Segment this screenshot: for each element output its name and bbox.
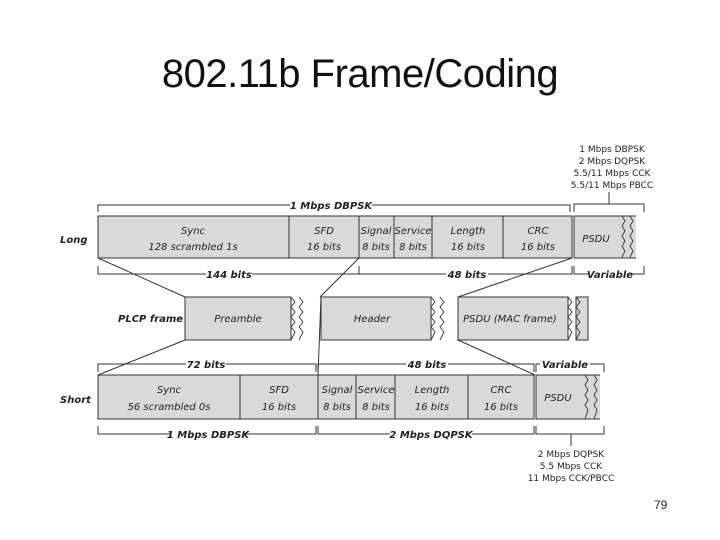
plcp-psdu-label: PSDU (MAC frame) — [463, 314, 557, 325]
page-number: 79 — [654, 498, 668, 512]
short-preamble-rate: 1 Mbps DBPSK — [167, 430, 251, 441]
short-psdu-box — [535, 374, 607, 420]
plcp-preamble-box — [184, 296, 292, 341]
plcp-header-box — [320, 296, 432, 341]
long-rate-1: 1 Mbps DBPSK — [579, 145, 646, 155]
short-preamble-bits: 72 bits — [187, 360, 226, 371]
long-psdu-name: PSDU — [582, 234, 610, 245]
long-service-name: Service — [395, 226, 432, 237]
short-psdu-variable: Variable — [542, 360, 588, 371]
short-header-rate: 2 Mbps DQPSK — [389, 430, 473, 441]
long-sync-sub: 128 scrambled 1s — [148, 242, 237, 253]
short-signal-sub: 8 bits — [323, 402, 351, 413]
short-sfd-sub: 16 bits — [262, 402, 296, 413]
short-service-name: Service — [358, 385, 395, 396]
long-sfd-sub: 16 bits — [307, 242, 341, 253]
short-header-bits: 48 bits — [407, 360, 447, 371]
short-signal-name: Signal — [322, 385, 353, 396]
short-service-sub: 8 bits — [362, 402, 390, 413]
row-label-short: Short — [60, 395, 92, 406]
short-rate-2: 5.5 Mbps CCK — [540, 462, 603, 472]
long-length-name: Length — [451, 226, 486, 237]
long-frame — [97, 215, 573, 259]
long-top-bracket-label: 1 Mbps DBPSK — [290, 201, 374, 212]
long-rate-3: 5.5/11 Mbps CCK — [574, 169, 652, 179]
long-preamble-bits: 144 bits — [206, 270, 252, 281]
long-top-bracket-left — [97, 204, 290, 212]
short-length-name: Length — [415, 385, 450, 396]
short-crc-sub: 16 bits — [484, 402, 518, 413]
short-rate-3: 11 Mbps CCK/PBCC — [528, 474, 615, 484]
short-frame — [97, 374, 535, 420]
short-psdu-name: PSDU — [544, 393, 572, 404]
plcp-header-label: Header — [354, 314, 391, 325]
slide-title: 802.11b Frame/Coding — [161, 52, 559, 96]
short-sync-name: Sync — [157, 385, 182, 396]
plcp-preamble-label: Preamble — [214, 314, 261, 325]
short-sync-sub: 56 scrambled 0s — [128, 402, 211, 413]
row-label-long: Long — [60, 235, 88, 246]
long-header-bits: 48 bits — [447, 270, 487, 281]
long-signal-name: Signal — [361, 226, 392, 237]
long-sfd-name: SFD — [314, 226, 334, 237]
plcp-psdu-box — [457, 296, 569, 341]
long-crc-sub: 16 bits — [521, 242, 555, 253]
short-length-sub: 16 bits — [415, 402, 449, 413]
long-sync-name: Sync — [181, 226, 206, 237]
short-crc-name: CRC — [491, 385, 512, 396]
long-psdu-box — [573, 215, 645, 259]
long-rate-4: 5.5/11 Mbps PBCC — [571, 181, 653, 191]
long-psdu-variable: Variable — [587, 270, 633, 281]
short-sfd-name: SFD — [269, 385, 289, 396]
long-length-sub: 16 bits — [451, 242, 485, 253]
long-service-sub: 8 bits — [399, 242, 427, 253]
long-crc-name: CRC — [528, 226, 549, 237]
long-signal-sub: 8 bits — [362, 242, 390, 253]
long-rate-2: 2 Mbps DQPSK — [579, 157, 646, 167]
long-psdu-rate-bracket — [573, 203, 645, 212]
long-top-bracket-right — [372, 204, 571, 212]
row-label-plcp: PLCP frame — [118, 314, 183, 325]
short-rate-1: 2 Mbps DQPSK — [538, 450, 605, 460]
